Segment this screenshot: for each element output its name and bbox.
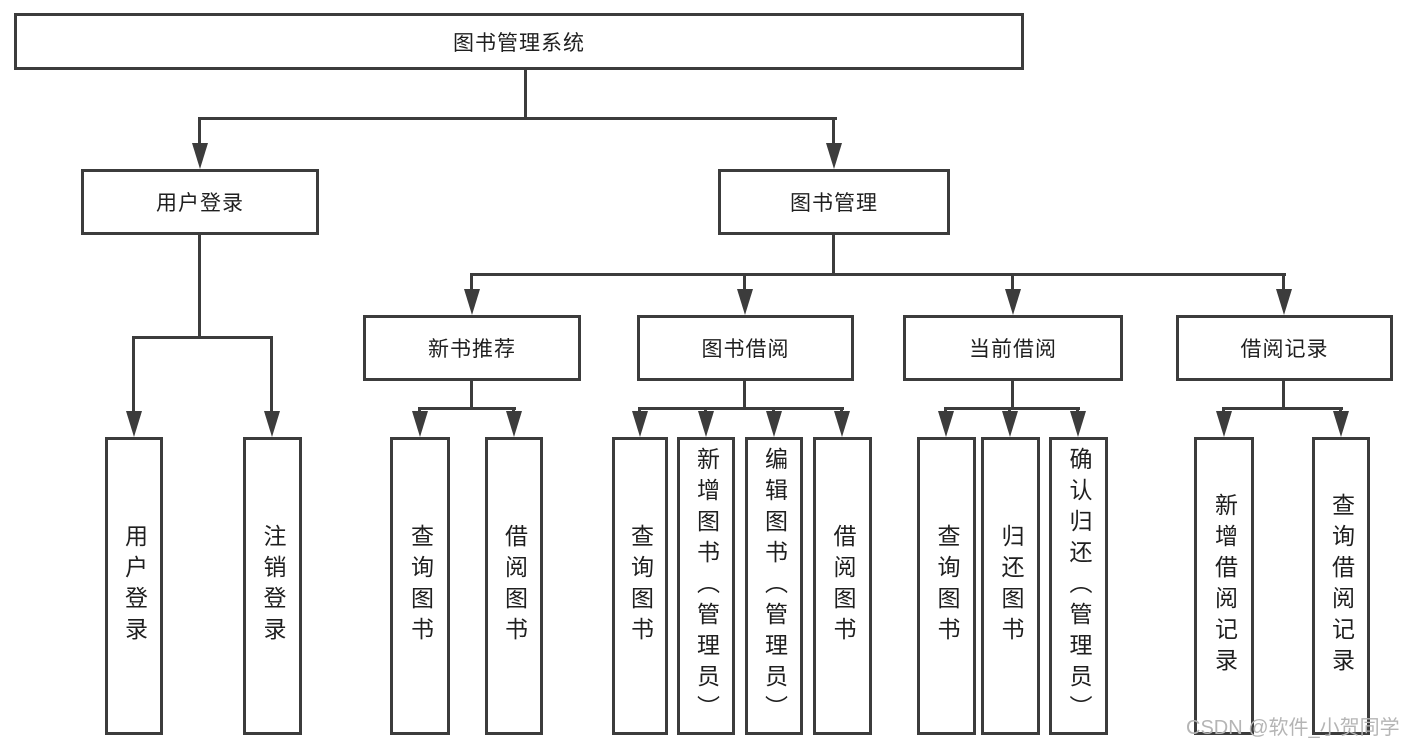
node-label: 借阅图书 [501,524,528,648]
node-label: 查询图书 [407,524,434,648]
node-borrowing-records: 借阅记录 [1176,315,1393,381]
node-label: 图书管理 [790,192,878,215]
arrow-down-icon [506,411,522,437]
leaf-return-book: 归还图书 [981,437,1040,735]
node-current-borrowing: 当前借阅 [903,315,1123,381]
leaf-query-books-current: 查询图书 [917,437,976,735]
connector-leaf-drop [772,407,775,413]
arrow-down-icon [1070,411,1086,437]
connector-user-branch-stem [198,235,201,336]
node-label: 查询图书 [627,524,654,648]
node-user-login: 用户登录 [81,169,319,235]
connector-user-branch-hbar [132,336,273,339]
node-label: 用户登录 [121,524,148,648]
arrow-down-icon [464,289,480,315]
node-label: 确认归还（管理员） [1066,446,1092,726]
connector-section-drop [1282,273,1285,291]
arrow-down-icon [264,411,280,437]
connector-section-stem [1282,381,1285,408]
arrow-down-icon [737,289,753,315]
connector-leaf-drop [840,407,843,413]
arrow-down-icon [938,411,954,437]
arrow-down-icon [826,143,842,169]
connector-leaf-drop [1076,407,1079,413]
connector-leaf-drop [270,336,273,413]
connector-section-hbar [418,407,516,410]
connector-leaf-drop [944,407,947,413]
node-book-management: 图书管理 [718,169,950,235]
leaf-logout: 注销登录 [243,437,302,735]
leaf-confirm-return-admin: 确认归还（管理员） [1049,437,1108,735]
arrow-down-icon [1276,289,1292,315]
node-label: 查询图书 [934,524,960,648]
connector-section-stem [470,381,473,408]
node-label: 借阅记录 [1240,338,1329,361]
leaf-borrow-books-recommend: 借阅图书 [485,437,543,735]
connector-mgmt-branch-hbar [470,273,1286,276]
leaf-edit-book-admin: 编辑图书（管理员） [745,437,803,735]
arrow-down-icon [834,411,850,437]
connector-leaf-drop [418,407,421,413]
connector-book-management-drop [832,117,835,145]
leaf-add-borrow-record: 新增借阅记录 [1194,437,1254,735]
leaf-query-borrow-record: 查询借阅记录 [1312,437,1370,735]
connector-section-drop [1011,273,1014,291]
connector-section-stem [1011,381,1014,408]
connector-leaf-drop [512,407,515,413]
node-label: 归还图书 [998,524,1024,648]
arrow-down-icon [126,411,142,437]
node-label: 新增图书（管理员） [693,446,720,726]
node-label: 用户登录 [156,192,244,215]
arrow-down-icon [766,411,782,437]
node-label: 查询借阅记录 [1328,493,1355,679]
arrow-down-icon [412,411,428,437]
node-label: 编辑图书（管理员） [761,446,788,726]
arrow-down-icon [632,411,648,437]
arrow-down-icon [698,411,714,437]
node-label: 注销登录 [260,524,286,648]
connector-section-hbar [638,407,844,410]
node-book-borrowing: 图书借阅 [637,315,854,381]
node-label: 新增借阅记录 [1211,493,1238,679]
connector-root-stem [524,70,527,118]
node-label: 借阅图书 [830,524,856,648]
leaf-borrow-books-borrowing: 借阅图书 [813,437,872,735]
connector-section-stem [743,381,746,408]
connector-root-hbar [198,117,837,120]
arrow-down-icon [1333,411,1349,437]
connector-user-login-drop [198,117,201,145]
node-new-book-recommendation: 新书推荐 [363,315,581,381]
connector-leaf-drop [704,407,707,413]
leaf-add-book-admin: 新增图书（管理员） [677,437,735,735]
node-label: 图书借阅 [701,338,790,361]
leaf-user-login: 用户登录 [105,437,163,735]
connector-section-drop [470,273,473,291]
arrow-down-icon [1216,411,1232,437]
connector-mgmt-branch-stem [832,235,835,274]
connector-leaf-drop [132,336,135,413]
connector-leaf-drop [1222,407,1225,413]
connector-leaf-drop [638,407,641,413]
arrow-down-icon [1002,411,1018,437]
arrow-down-icon [1005,289,1021,315]
csdn-watermark: CSDN @软件_小贺同学 [1186,717,1400,739]
node-library-management-system: 图书管理系统 [14,13,1024,70]
node-label: 当前借阅 [969,338,1057,361]
node-label: 新书推荐 [428,338,516,361]
leaf-query-books-borrowing: 查询图书 [612,437,668,735]
connector-section-drop [743,273,746,291]
arrow-down-icon [192,143,208,169]
connector-section-hbar [1222,407,1343,410]
connector-section-hbar [944,407,1080,410]
connector-leaf-drop [1339,407,1342,413]
connector-leaf-drop [1008,407,1011,413]
node-label: 图书管理系统 [453,31,585,55]
leaf-query-books-recommend: 查询图书 [390,437,450,735]
